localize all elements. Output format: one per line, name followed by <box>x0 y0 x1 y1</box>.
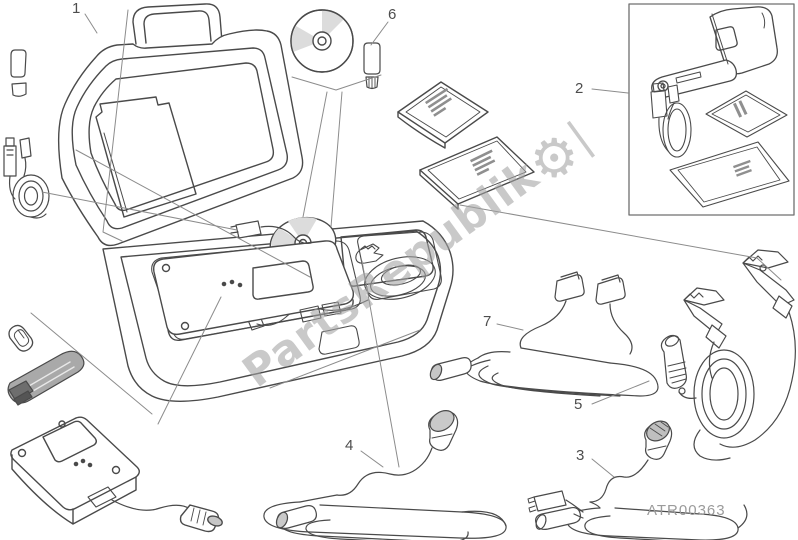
callout-4: 4 <box>345 437 354 454</box>
usb-cable-inset <box>650 82 692 158</box>
manual-booklet-upper <box>397 81 489 149</box>
callout-5: 5 <box>574 396 583 413</box>
callout-6: 6 <box>388 6 397 23</box>
usb-plug-in-case <box>230 220 312 244</box>
strap <box>7 350 85 406</box>
case-handle <box>132 3 223 45</box>
dds-tester-in-case <box>153 240 355 341</box>
tray-latch <box>318 325 360 355</box>
crocodile-clip-in-case <box>355 243 384 264</box>
inset-box-item2 <box>628 3 795 216</box>
callout-7: 7 <box>483 313 492 330</box>
usb-stick-left <box>10 49 27 97</box>
crocodile-clip-icon <box>742 249 789 269</box>
manual-cover-text <box>425 87 452 117</box>
quickstart-card-inset <box>705 90 788 138</box>
cable-item5 <box>660 249 796 461</box>
callout-3: 3 <box>576 447 585 464</box>
leader-lines <box>30 9 782 478</box>
cd-disc-top <box>290 9 354 73</box>
usb-stick-item6 <box>363 42 381 90</box>
dds-tester-standalone <box>10 416 223 533</box>
cable-item3 <box>527 420 748 540</box>
usb-cable-left <box>3 137 50 219</box>
callout-2: 2 <box>575 80 584 97</box>
carabiner <box>8 324 34 352</box>
tester-inset <box>651 6 778 99</box>
lid-document-pocket <box>95 96 197 218</box>
manual-booklet-lower <box>419 136 535 210</box>
manual-cover-text <box>470 149 496 176</box>
cable-item4 <box>263 410 507 540</box>
callout-1: 1 <box>72 0 81 17</box>
crocodile-clip-icon <box>683 287 725 306</box>
manual-inset <box>669 141 790 208</box>
case-lid <box>57 3 304 247</box>
cable-item7 <box>429 271 659 397</box>
part-code: ATR00363 <box>647 502 726 519</box>
